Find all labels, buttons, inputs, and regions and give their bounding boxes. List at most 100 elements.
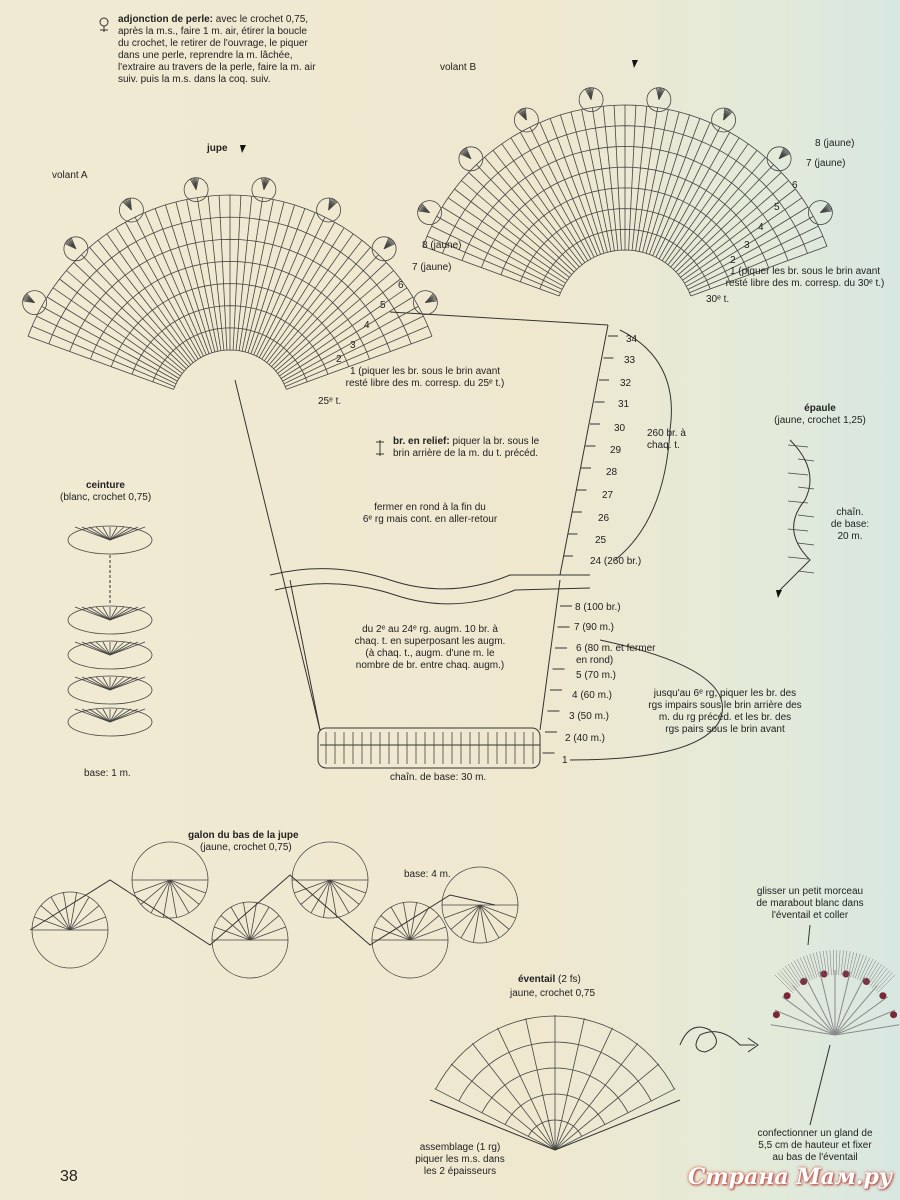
ceinture-motif (67, 640, 153, 670)
fan-stitch (422, 245, 560, 297)
row-label: 2 (730, 255, 736, 266)
galon-stitch (249, 926, 286, 941)
fan-stitch (250, 208, 306, 354)
galon-stitch (380, 915, 411, 941)
ceinture-stitch (109, 676, 132, 691)
fan-rib (774, 1009, 836, 1036)
fan-rib (805, 976, 836, 1036)
fan-scallop-stitch (261, 177, 265, 190)
row-label: 5 (70 m.) (576, 670, 617, 681)
fan-stitch (73, 262, 187, 370)
ceinture-stitch (109, 676, 118, 691)
fan-stitch (484, 157, 580, 268)
galon-stitch (310, 879, 331, 914)
fan-scallop-stitch (122, 201, 132, 211)
fan-rib (770, 1024, 836, 1036)
marabout-feather (777, 972, 795, 992)
galon-chart (29, 841, 519, 979)
ceinture-stitch (95, 708, 111, 723)
epaule-stitch (797, 570, 815, 574)
row-label: 7 (jaune) (412, 262, 452, 273)
fan-stitch (247, 204, 295, 353)
fan-stitch (144, 212, 207, 356)
fan-stitch (519, 132, 592, 260)
marabout-feather (822, 950, 827, 976)
fan-stitch (549, 118, 601, 255)
eventail-chart (429, 1015, 681, 1151)
fan-stitch (560, 114, 605, 254)
row-label: 3 (350, 340, 356, 351)
bead (879, 992, 887, 1000)
start-marker-icon (240, 145, 246, 153)
relief-note-title: br. en relief: (393, 436, 450, 447)
fan-stitch (238, 197, 264, 351)
row-label: 6 (398, 280, 404, 291)
marabout-feather (779, 970, 797, 990)
ceinture-stitch (74, 606, 111, 621)
marabout-feather (796, 958, 809, 982)
fan-scallop (63, 236, 89, 262)
fan-stitch (687, 225, 819, 290)
row-label: 7 (90 m.) (574, 622, 615, 633)
finished-fan-illustration (770, 949, 900, 1036)
ceinture-stitch (88, 676, 111, 691)
marabout-feather (845, 951, 851, 977)
galon-stitch (63, 892, 71, 931)
ceinture-stitch (109, 526, 125, 541)
marabout-feather (863, 960, 877, 983)
fan-scallop-stitch (778, 147, 785, 159)
galon-stitch (150, 879, 171, 914)
epaule-strip (779, 439, 811, 591)
fan-stitch (282, 306, 419, 382)
ceinture-stitch (74, 708, 111, 723)
galon-stitch (230, 906, 251, 941)
marabout-note: glisser un petit morceau de marabout bla… (756, 886, 864, 921)
skirt-body-outline (234, 311, 609, 769)
galon-stitch (294, 879, 331, 894)
bead (772, 1011, 780, 1019)
fan-ring (173, 349, 287, 390)
fan-scallop-stitch (189, 178, 197, 190)
marabout-feather (785, 965, 801, 987)
galon-stitch (69, 892, 77, 931)
row-label: 6 (792, 180, 798, 191)
ceinture-stitch (109, 676, 125, 691)
epaule-stitch (797, 514, 815, 518)
fan-stitch (454, 188, 570, 278)
fan-stitch (196, 197, 222, 351)
row-label: 29 (610, 445, 622, 456)
marabout-feather (782, 967, 799, 988)
volant-a-turn: 25ᵉ t. (318, 396, 342, 407)
relief-note-text: piquer la br. sous le brin arrière de la… (393, 436, 540, 459)
fan-stitch (635, 107, 659, 251)
epaule-chart (779, 439, 815, 591)
row-label: 30 (614, 423, 626, 434)
fan-stitch (441, 206, 566, 284)
galon-stitch (69, 905, 100, 931)
fan-stitch (468, 172, 575, 273)
row-label: 6 (80 m. et fermer en rond) (576, 643, 656, 666)
eventail-edge (429, 1099, 681, 1151)
galon-stitch (140, 879, 171, 905)
relief-note: br. en relief: piquer la br. sous le bri… (393, 436, 539, 460)
galon-stitch (249, 915, 280, 941)
tassel-note: confectionner un gland de 5,5 cm de haut… (757, 1128, 873, 1163)
ceinture-chart (67, 525, 153, 737)
fan-rib (782, 996, 836, 1036)
galon-stitch (374, 926, 411, 941)
ceinture-stitch (95, 606, 111, 621)
close-note: fermer en rond à la fin du 6ᵉ rg mais co… (362, 502, 498, 525)
ceinture-stitch (74, 676, 111, 691)
bead (890, 1011, 898, 1019)
fan-stitch (124, 222, 202, 358)
galon-stitch (50, 896, 71, 931)
row-label: 4 (758, 222, 764, 233)
ceinture-stitch (109, 641, 139, 656)
row-label: 1 (562, 755, 568, 766)
row-label: 3 (50 m.) (569, 711, 610, 722)
eventail-spoke (554, 1088, 676, 1151)
fan-rib (834, 1009, 896, 1036)
galon-stitch (69, 916, 106, 931)
galon-stitch (34, 916, 71, 931)
galon-stitch (479, 904, 510, 930)
